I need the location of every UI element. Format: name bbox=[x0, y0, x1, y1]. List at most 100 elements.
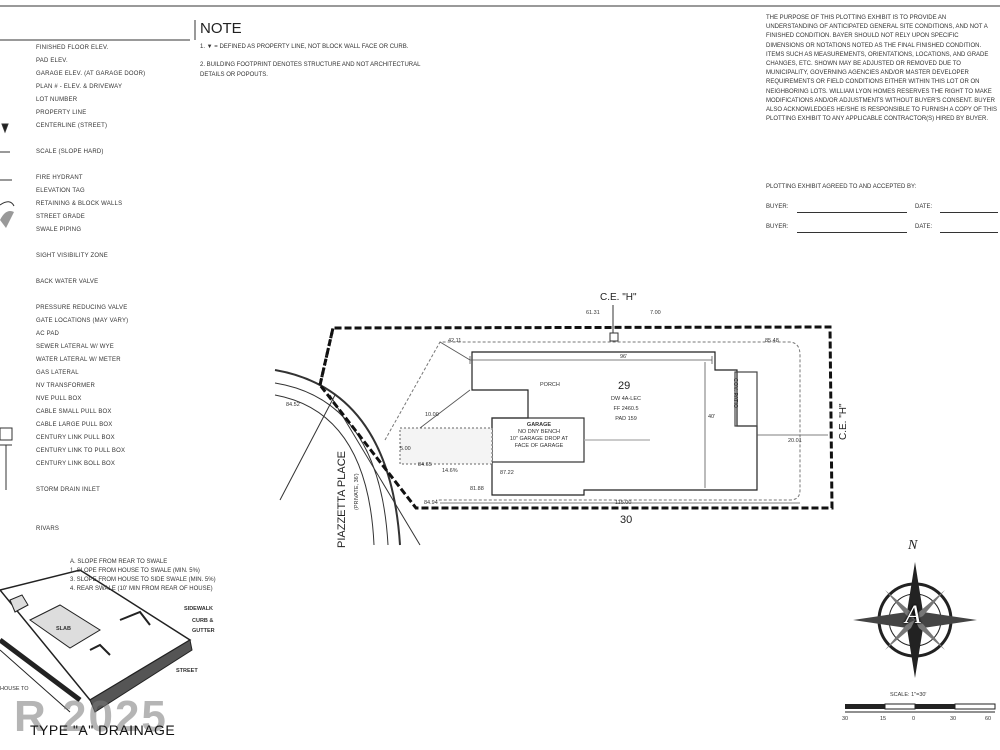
legend-item: PRESSURE REDUCING VALVE bbox=[36, 305, 128, 311]
driveway bbox=[399, 427, 493, 465]
drainage-note-4: 4. REAR SWALE (10' MIN FROM REAR OF HOUS… bbox=[70, 586, 213, 592]
legend-item: NV TRANSFORMER bbox=[36, 383, 96, 389]
legend-item bbox=[36, 263, 216, 276]
drainage-sketch bbox=[0, 569, 193, 713]
legend-item: PAD ELEV. bbox=[36, 58, 68, 64]
scale-tick: 0 bbox=[912, 716, 916, 722]
lot-sub-1: DW 4A-LEC bbox=[611, 396, 641, 402]
elev-tag: 42.11 bbox=[448, 338, 462, 344]
drainage-note-1: A. SLOPE FROM REAR TO SWALE bbox=[70, 559, 168, 565]
scale-tick: 30 bbox=[842, 716, 849, 722]
buyer-label-2: BUYER: bbox=[766, 224, 789, 230]
street-name: PIAZZETTA PLACE bbox=[336, 451, 348, 548]
lot-boundary bbox=[318, 325, 834, 510]
compass-north-label: N bbox=[908, 538, 918, 553]
compass-rose-icon bbox=[853, 562, 977, 678]
drainage-title: TYPE "A" DRAINAGE bbox=[30, 722, 176, 738]
slab-label: SLAB bbox=[56, 626, 71, 632]
house-to-label: HOUSE TO bbox=[0, 686, 29, 692]
legend-item bbox=[36, 510, 216, 523]
note-title: NOTE bbox=[200, 20, 242, 37]
legend-item: GATE LOCATIONS (MAY VARY) bbox=[36, 318, 129, 324]
buyer-signature-line-2[interactable] bbox=[797, 224, 907, 233]
elev-tag: 85.48 bbox=[765, 338, 779, 344]
garage-label: GARAGE NO DNY BENCH 10" GARAGE DROP AT F… bbox=[496, 422, 582, 450]
garage-title: GARAGE bbox=[526, 422, 552, 428]
dim-bottom-sub: 115.00 bbox=[615, 500, 632, 506]
garage-line-4: FACE OF GARAGE bbox=[514, 443, 564, 449]
elev-tag: 84.94 bbox=[424, 500, 438, 506]
elev-tag: 14.6% bbox=[442, 468, 458, 474]
legend-item bbox=[36, 237, 216, 250]
legend-item: STREET GRADE bbox=[36, 214, 85, 220]
watermark: R 2025 bbox=[14, 692, 168, 741]
legend-item bbox=[36, 471, 216, 484]
legend-item bbox=[36, 497, 216, 510]
disclaimer-text: THE PURPOSE OF THIS PLOTTING EXHIBIT IS … bbox=[766, 15, 997, 123]
curb-gutter-label: CURB & GUTTER bbox=[192, 618, 215, 634]
legend-item: SCALE (SLOPE HARD) bbox=[36, 149, 104, 155]
legend-item bbox=[36, 159, 216, 172]
legend-item: STORM DRAIN INLET bbox=[36, 487, 100, 493]
covered-patio-label: COV. PATIO bbox=[732, 378, 738, 409]
legend-item: WATER LATERAL W/ METER bbox=[36, 357, 121, 363]
elev-tag: 87.22 bbox=[500, 470, 514, 476]
lot-sub-3: PAD 159 bbox=[615, 416, 637, 422]
setback-lines bbox=[384, 341, 801, 501]
sidewalk-label: SIDEWALK bbox=[184, 606, 214, 612]
legend-item: AC PAD bbox=[36, 331, 60, 337]
buyer-label-1: BUYER: bbox=[766, 204, 789, 210]
legend-item: FIRE HYDRANT bbox=[36, 175, 83, 181]
legend-list: FINISHED FLOOR ELEV. PAD ELEV. GARAGE ELEV… bbox=[36, 42, 216, 536]
legend-item: GAS LATERAL bbox=[36, 370, 79, 376]
legend-item: NVE PULL BOX bbox=[36, 396, 82, 402]
legend-item: PROPERTY LINE bbox=[36, 110, 87, 116]
scale-tick: 15 bbox=[880, 716, 887, 722]
legend-symbols bbox=[0, 123, 15, 490]
porch-label: PORCH bbox=[540, 382, 560, 388]
legend-item: GARAGE ELEV. (AT GARAGE DOOR) bbox=[36, 71, 146, 77]
elev-tag: 81.88 bbox=[470, 486, 484, 492]
ce-marker-top bbox=[609, 305, 619, 342]
legend-item: CENTURY LINK PULL BOX bbox=[36, 435, 115, 441]
legend-item: SEWER LATERAL W/ WYE bbox=[36, 344, 115, 350]
dim-bottom: 30 bbox=[620, 514, 633, 526]
date-line-2[interactable] bbox=[940, 224, 998, 233]
legend-item: FINISHED FLOOR ELEV. bbox=[36, 45, 109, 51]
date-label-1: DATE: bbox=[915, 204, 933, 210]
ce-label-top: C.E. "H" bbox=[600, 292, 637, 303]
dim-left-vertical: 40' bbox=[708, 414, 716, 420]
lot-number: 29 bbox=[618, 380, 631, 392]
scale-tick: 60 bbox=[985, 716, 992, 722]
elev-tag: 7.00 bbox=[650, 310, 661, 316]
legend-item: PLAN # - ELEV. & DRIVEWAY bbox=[36, 84, 123, 90]
drainage-note-2: 1. SLOPE FROM HOUSE TO SWALE (MIN. 5%) bbox=[70, 568, 200, 574]
dimension-lines bbox=[419, 341, 828, 504]
garage-line-3: 10" GARAGE DROP AT bbox=[509, 436, 569, 442]
note-lines: 1. ▼ = DEFINED AS PROPERTY LINE, NOT BLO… bbox=[200, 42, 430, 80]
dim-top: 96' bbox=[620, 354, 628, 360]
scale-label: SCALE: 1"=30' bbox=[890, 692, 927, 698]
lot-sub-info: DW 4A-LEC FF 2460.5 PAD 159 bbox=[604, 394, 648, 424]
elev-tag: 5.00 bbox=[400, 446, 411, 452]
legend-item: BACK WATER VALVE bbox=[36, 279, 99, 285]
drainage-note-3: 3. SLOPE FROM HOUSE TO SIDE SWALE (MIN. … bbox=[70, 577, 216, 583]
ce-label-right: C.E. "H" bbox=[838, 403, 849, 440]
note-line-2: 2. BUILDING FOOTPRINT DENOTES STRUCTURE … bbox=[200, 62, 421, 78]
legend-item bbox=[36, 289, 216, 302]
legend-item: LOT NUMBER bbox=[36, 97, 78, 103]
elev-tag: 61.31 bbox=[586, 310, 600, 316]
setback-right: 20.01 bbox=[788, 438, 802, 444]
legend-item bbox=[36, 133, 216, 146]
street-sub: (PRIVATE, 36') bbox=[354, 473, 360, 510]
street-drain-label: STREET bbox=[176, 668, 198, 674]
date-line-1[interactable] bbox=[940, 204, 998, 213]
legend-item: RETAINING & BLOCK WALLS bbox=[36, 201, 123, 207]
date-label-2: DATE: bbox=[915, 224, 933, 230]
legend-item: CENTURY LINK BOLL BOX bbox=[36, 461, 116, 467]
buyer-signature-line-1[interactable] bbox=[797, 204, 907, 213]
agreement-text: PLOTTING EXHIBIT AGREED TO AND ACCEPTED … bbox=[766, 184, 917, 190]
legend-item: CENTURY LINK TO PULL BOX bbox=[36, 448, 126, 454]
legend-item: SWALE PIPING bbox=[36, 227, 82, 233]
